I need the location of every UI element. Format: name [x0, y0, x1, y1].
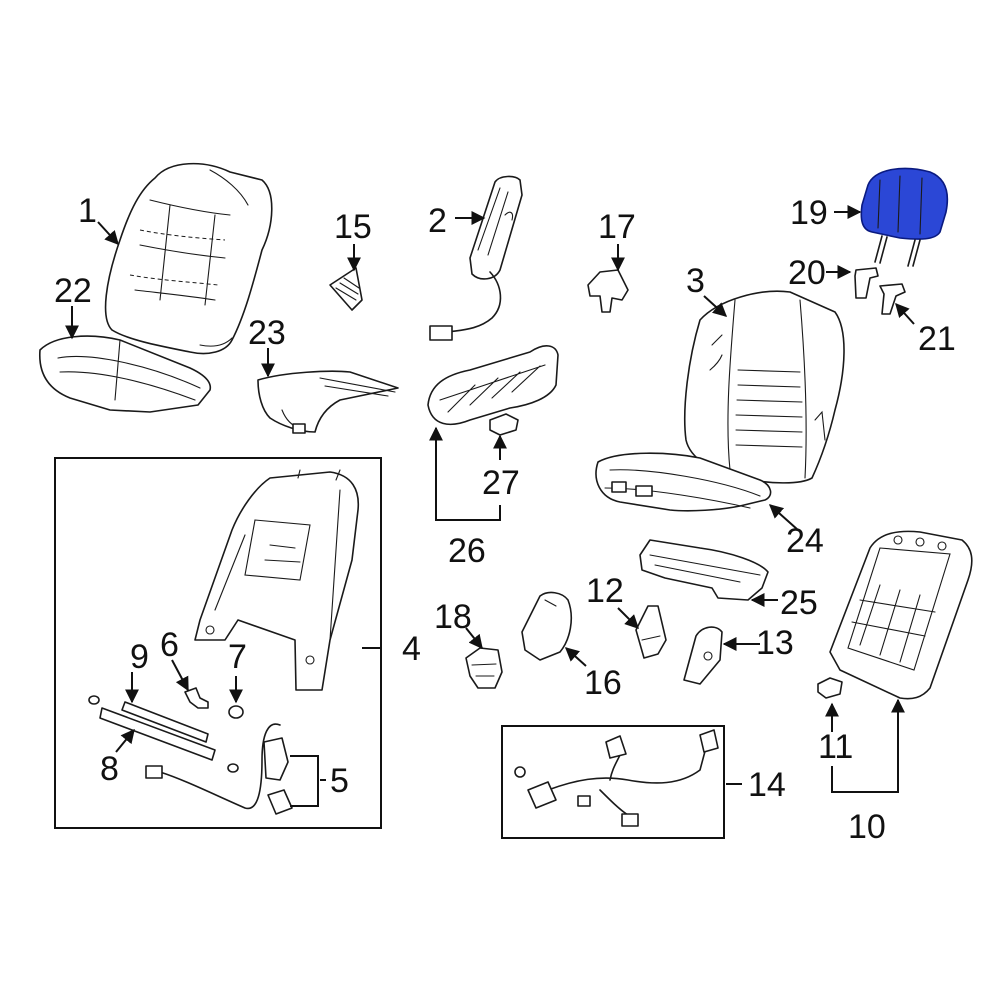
part-14-harness[interactable] [514, 729, 719, 827]
callout-12[interactable]: 12 [586, 572, 624, 610]
callout-19[interactable]: 19 [790, 194, 828, 232]
part-15-clip[interactable] [329, 267, 363, 311]
part-17-bracket[interactable] [587, 269, 629, 313]
part-7-washer[interactable] [228, 705, 244, 719]
callout-23[interactable]: 23 [248, 314, 286, 352]
part-frame-seatback[interactable] [194, 469, 360, 691]
callout-1[interactable]: 1 [78, 192, 97, 230]
part-16-cover[interactable] [521, 591, 572, 661]
callout-2[interactable]: 2 [428, 202, 447, 240]
part-22-cushion-cover[interactable] [39, 335, 212, 413]
callout-24[interactable]: 24 [786, 522, 824, 560]
harness-box [501, 725, 725, 839]
callout-25[interactable]: 25 [780, 584, 818, 622]
callout-3[interactable]: 3 [686, 262, 705, 300]
part-8-rod[interactable] [88, 695, 239, 773]
part-1-seatback-cover[interactable] [104, 162, 273, 355]
part-23-back-board[interactable] [257, 370, 399, 434]
part-26-side-shield[interactable] [427, 345, 559, 426]
part-3-seatback-trim[interactable] [684, 290, 845, 484]
callout-22[interactable]: 22 [54, 272, 92, 310]
part-21-guide-lock[interactable] [879, 283, 906, 315]
part-11-clip[interactable] [817, 677, 843, 699]
callout-13[interactable]: 13 [756, 624, 794, 662]
frame-assembly-box [54, 457, 382, 829]
callout-15[interactable]: 15 [334, 208, 372, 246]
callout-18[interactable]: 18 [434, 598, 472, 636]
part-24-cushion-trim[interactable] [595, 452, 772, 512]
part-2-airbag-module[interactable] [429, 175, 523, 341]
part-9-rod[interactable] [121, 701, 209, 743]
part-20-guide[interactable] [854, 267, 879, 299]
callout-27[interactable]: 27 [482, 464, 520, 502]
callout-7[interactable]: 7 [228, 638, 247, 676]
part-13-knob-cover[interactable] [683, 626, 723, 685]
callout-17[interactable]: 17 [598, 208, 636, 246]
callout-6[interactable]: 6 [160, 626, 179, 664]
part-10-frame[interactable] [829, 530, 973, 700]
part-12-switch[interactable] [635, 605, 667, 659]
callout-9[interactable]: 9 [130, 638, 149, 676]
part-27-clip[interactable] [489, 413, 519, 436]
callout-20[interactable]: 20 [788, 254, 826, 292]
callout-21[interactable]: 21 [918, 320, 956, 358]
callout-14[interactable]: 14 [748, 766, 786, 804]
callout-16[interactable]: 16 [584, 664, 622, 702]
part-6-bolt[interactable] [184, 687, 209, 709]
callout-8[interactable]: 8 [100, 750, 119, 788]
callout-26[interactable]: 26 [448, 532, 486, 570]
headrest-body [860, 167, 949, 240]
part-25-cushion-pad[interactable] [639, 539, 769, 601]
callout-5[interactable]: 5 [330, 762, 349, 800]
part-5-harness[interactable] [145, 723, 293, 815]
callout-labels: 1 22 23 15 2 17 3 19 20 21 27 26 24 25 1… [54, 192, 956, 846]
callout-11[interactable]: 11 [818, 728, 853, 766]
leader-lines [65, 205, 915, 807]
part-19-headrest[interactable] [860, 167, 949, 267]
callout-4[interactable]: 4 [402, 630, 421, 668]
callout-10[interactable]: 10 [848, 808, 886, 846]
part-18-bracket[interactable] [465, 647, 503, 689]
